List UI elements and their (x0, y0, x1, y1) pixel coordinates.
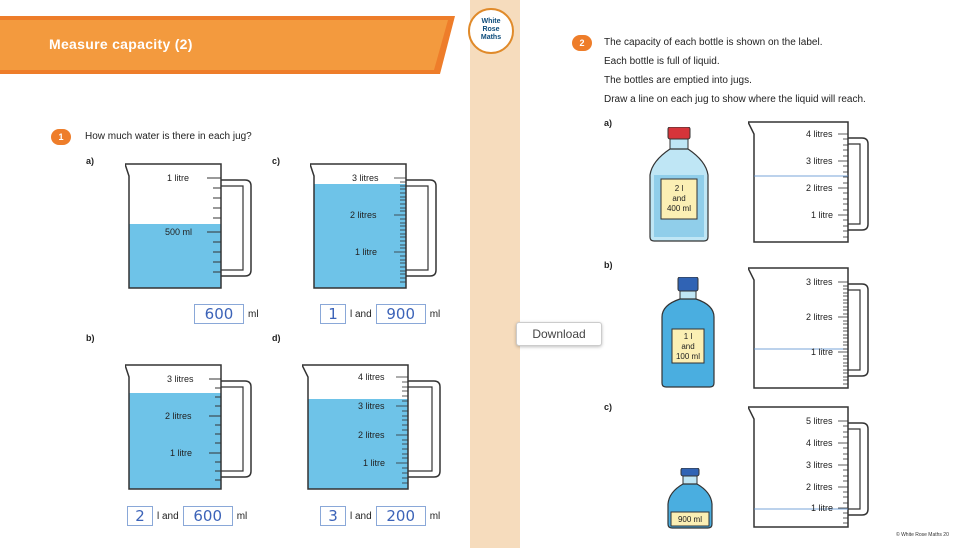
title-banner (0, 16, 455, 74)
jug-mark: 2 litres (165, 411, 192, 421)
question-1-prompt: How much water is there in each jug? (85, 131, 252, 142)
bottle-label: and (672, 194, 685, 203)
bottle-label: 900 ml (678, 515, 702, 524)
unit-label: ml (429, 510, 441, 522)
jug-mark: 5 litres (806, 416, 833, 426)
empty-jug-b: 3 litres 2 litres 1 litre (748, 267, 869, 389)
answer-litres-box[interactable]: 3 (320, 506, 346, 526)
empty-jug-c: 5 litres 4 litres 3 litres 2 litres 1 li… (748, 406, 869, 528)
jug-mark: 1 litre (811, 347, 833, 357)
page-title: Measure capacity (2) (49, 36, 193, 52)
part-label-c: c) (604, 402, 613, 412)
bottle-label: 400 ml (667, 204, 691, 213)
question-number-2: 2 (572, 35, 592, 51)
measuring-jug-a: 1 litre 500 ml (125, 163, 252, 289)
right-page: 2 The capacity of each bottle is shown o… (520, 0, 975, 548)
part-label-b: b) (604, 260, 613, 270)
unit-label: l and (350, 510, 372, 522)
unit-label: ml (236, 510, 248, 522)
answer-ml-box[interactable]: 900 (375, 304, 426, 324)
question-2-line: The bottles are emptied into jugs. (604, 75, 752, 86)
unit-label: l and (157, 510, 179, 522)
jug-mark: 1 litre (170, 448, 192, 458)
answer-ml-box[interactable]: 600 (182, 506, 233, 526)
page-gutter (470, 0, 520, 548)
jug-mark: 4 litres (806, 129, 833, 139)
measuring-jug-c: 3 litres 2 litres 1 litre (310, 163, 437, 289)
answer-litres-box[interactable]: 1 (320, 304, 346, 324)
jug-mark: 2 litres (350, 210, 377, 220)
part-label-d: d) (272, 333, 281, 343)
bottle-label: 1 l (684, 332, 693, 341)
jug-mark: 1 litre (363, 458, 385, 468)
download-button[interactable]: Download (516, 322, 602, 346)
jug-mark: 3 litres (167, 374, 194, 384)
answer-b: 2 l and 600 ml (127, 506, 247, 526)
bottle-c: 900 ml (667, 468, 713, 529)
answer-ml-box[interactable]: 200 (375, 506, 426, 526)
jug-mark: 4 litres (806, 438, 833, 448)
empty-jug-a: 4 litres 3 litres 2 litres 1 litre (748, 121, 869, 243)
answer-ml-box[interactable]: 600 (194, 304, 244, 324)
answer-c: 1 l and 900 ml (320, 304, 440, 324)
bottle-label: 2 l (675, 184, 684, 193)
measuring-jug-d: 4 litres 3 litres 2 litres 1 litre (302, 364, 441, 490)
jug-mark: 4 litres (358, 372, 385, 382)
answer-d: 3 l and 200 ml (320, 506, 440, 526)
jug-mark: 1 litre (355, 247, 377, 257)
question-2-line: Draw a line on each jug to show where th… (604, 94, 866, 105)
jug-mark: 3 litres (806, 460, 833, 470)
bottle-b: 1 l and 100 ml (661, 277, 715, 388)
copyright-text: © White Rose Maths 20 (896, 532, 949, 538)
jug-mark: 3 litres (806, 156, 833, 166)
part-label-c: c) (272, 156, 281, 166)
part-label-a: a) (604, 118, 613, 128)
part-label-a: a) (86, 156, 95, 166)
jug-mark: 500 ml (165, 227, 192, 237)
jug-mark: 2 litres (806, 312, 833, 322)
part-label-b: b) (86, 333, 95, 343)
question-2-line: The capacity of each bottle is shown on … (604, 37, 823, 48)
jug-mark: 3 litres (352, 173, 379, 183)
unit-label: ml (248, 308, 259, 320)
answer-litres-box[interactable]: 2 (127, 506, 153, 526)
bottle-label: and (681, 342, 694, 351)
bottle-a: 2 l and 400 ml (649, 127, 709, 242)
question-number-1: 1 (51, 129, 71, 145)
jug-mark: 2 litres (806, 183, 833, 193)
unit-label: l and (350, 308, 372, 320)
jug-mark: 1 litre (811, 503, 833, 513)
measuring-jug-b: 3 litres 2 litres 1 litre (125, 364, 252, 490)
jug-mark: 1 litre (167, 173, 189, 183)
question-2-line: Each bottle is full of liquid. (604, 56, 720, 67)
jug-mark: 3 litres (806, 277, 833, 287)
jug-mark: 3 litres (358, 401, 385, 411)
answer-a: 600 ml (194, 304, 259, 324)
unit-label: ml (429, 308, 441, 320)
left-page: Measure capacity (2) 1 How much water is… (0, 0, 470, 548)
jug-mark: 1 litre (811, 210, 833, 220)
jug-mark: 2 litres (806, 482, 833, 492)
bottle-label: 100 ml (676, 352, 700, 361)
jug-mark: 2 litres (358, 430, 385, 440)
